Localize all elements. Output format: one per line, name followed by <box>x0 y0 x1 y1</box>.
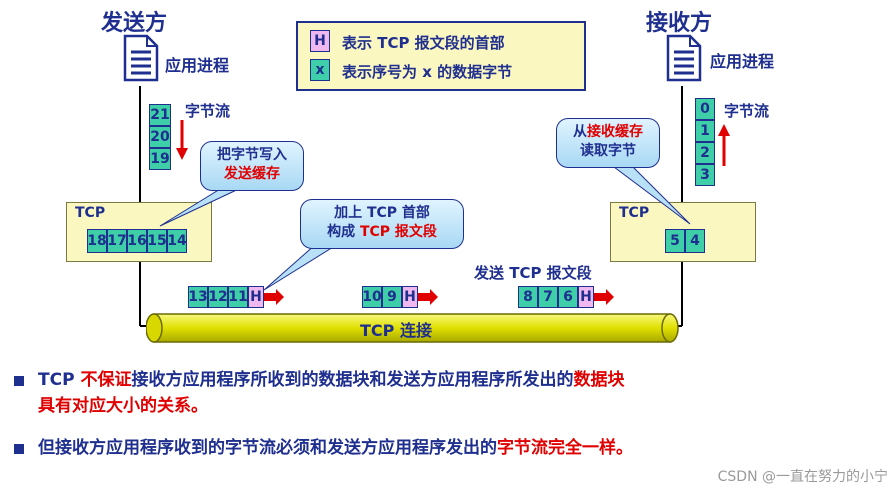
sender-stream-cell: 21 <box>149 104 171 126</box>
legend-box: H 表示 TCP 报文段的首部 x 表示序号为 x 的数据字节 <box>296 21 586 91</box>
segment-byte-cell: 8 <box>518 286 538 308</box>
receiver-stream-label: 字节流 <box>724 102 770 120</box>
sender-tcp-label: TCP <box>75 205 106 221</box>
bullet1-part-b: 不保证 <box>80 370 132 390</box>
receiver-buffer-cell: 4 <box>685 229 705 253</box>
send-segment-label: 发送 TCP 报文段 <box>474 264 592 282</box>
bullet-square-icon <box>14 376 24 386</box>
read-buffer-callout: 从接收缓存 读取字节 <box>556 118 660 168</box>
read-callout-line1a: 从 <box>573 124 587 140</box>
receiver-stream-cell: 1 <box>695 120 715 142</box>
watermark: CSDN @一直在努力的小宁 <box>717 469 888 485</box>
sender-stream-cell: 20 <box>149 126 171 148</box>
receiver-app-label: 应用进程 <box>710 52 775 71</box>
segment-header-cell: H <box>248 286 264 308</box>
legend-byte-text: 表示序号为 x 的数据字节 <box>342 63 513 81</box>
segment-byte-cell: 9 <box>382 286 402 308</box>
segment-byte-cell: 6 <box>558 286 578 308</box>
receiver-stream-cell: 2 <box>695 142 715 164</box>
sender-buffer-cell: 17 <box>107 229 127 253</box>
read-callout-line2: 读取字节 <box>580 143 636 159</box>
receiver-title: 接收方 <box>646 11 713 36</box>
legend-header-cell: H <box>310 30 330 52</box>
read-callout-line1b: 接收缓存 <box>587 124 643 140</box>
receiver-tcp-box: TCP 5 4 <box>610 202 756 262</box>
tcp-connection-pipe <box>146 313 679 343</box>
bullet-line-2: 但接收方应用程序收到的字节流必须和发送方应用程序发出的字节流完全一样。 <box>38 435 888 461</box>
segment-header-cell: H <box>402 286 418 308</box>
legend-byte-cell: x <box>310 59 330 81</box>
segment-byte-cell: 12 <box>208 286 228 308</box>
bullet1-part-e: 具有对应大小的关系。 <box>38 396 208 416</box>
sender-stream-cell: 19 <box>149 148 171 170</box>
receiver-stream-cell: 3 <box>695 164 715 186</box>
add-header-callout: 加上 TCP 首部 构成 TCP 报文段 <box>300 199 464 249</box>
bullet2-part-a: 但接收方应用程序收到的字节流必须和发送方应用程序发出的 <box>38 438 497 458</box>
write-callout-line1: 把字节写入 <box>217 147 287 163</box>
header-callout-line2a: 构成 <box>327 224 360 240</box>
write-callout-line2: 发送缓存 <box>224 166 280 182</box>
sender-title: 发送方 <box>101 11 168 36</box>
bullet-line-1: TCP 不保证接收方应用程序所收到的数据块和发送方应用程序所发出的数据块具有对应… <box>38 367 888 419</box>
segment-byte-cell: 13 <box>188 286 208 308</box>
segment-byte-cell: 11 <box>228 286 248 308</box>
bullet1-part-a: TCP <box>38 370 81 390</box>
segment-byte-cell: 10 <box>362 286 382 308</box>
segment-byte-cell: 7 <box>538 286 558 308</box>
receiver-tcp-label: TCP <box>619 205 650 221</box>
receiver-buffer-cell: 5 <box>665 229 685 253</box>
sender-buffer-cell: 14 <box>167 229 187 253</box>
bullet1-part-c: 接收方应用程序所收到的数据块和发送方应用程序所发出的 <box>131 370 574 390</box>
segment-header-cell: H <box>578 286 594 308</box>
tcp-connection-label: TCP 连接 <box>360 321 432 340</box>
sender-stream-label: 字节流 <box>185 102 231 120</box>
header-callout-line1: 加上 TCP 首部 <box>334 205 430 221</box>
write-buffer-callout: 把字节写入 发送缓存 <box>200 141 304 191</box>
bullet2-part-b: 字节流完全一样。 <box>497 438 633 458</box>
bullet1-part-d: 数据块 <box>573 370 625 390</box>
sender-buffer-cell: 15 <box>147 229 167 253</box>
sender-app-label: 应用进程 <box>165 56 230 75</box>
sender-buffer-cell: 16 <box>127 229 147 253</box>
legend-header-text: 表示 TCP 报文段的首部 <box>342 34 505 52</box>
sender-document-icon <box>123 34 159 82</box>
sender-buffer-cell: 18 <box>87 229 107 253</box>
bullet-square-icon <box>14 444 24 454</box>
receiver-document-icon <box>666 34 702 82</box>
header-callout-line2b: TCP 报文段 <box>359 224 437 240</box>
receiver-stream-cell: 0 <box>695 98 715 120</box>
